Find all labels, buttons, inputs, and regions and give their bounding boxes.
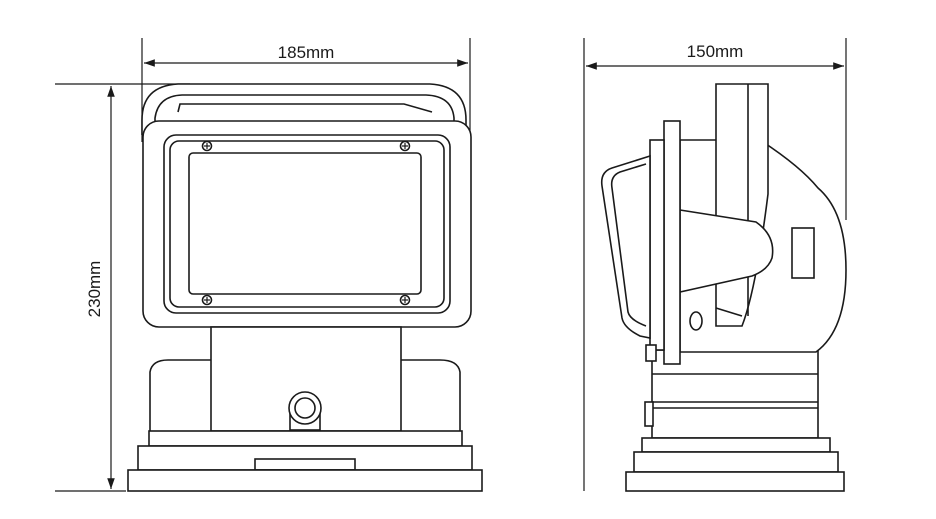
front-plate-upper <box>148 430 463 447</box>
front-plate-middle <box>137 445 473 471</box>
height-dimension: 230mm <box>55 83 190 492</box>
front-plate-base <box>127 469 483 492</box>
side-flange-inner <box>649 139 665 351</box>
lens <box>188 152 422 295</box>
cable-gland-icon <box>288 391 322 431</box>
side-lamp-face <box>600 154 651 339</box>
side-view: 150mm <box>583 38 847 492</box>
front-view: 185mm 230mm <box>55 38 483 492</box>
side-control-panel <box>791 227 815 279</box>
width-dimension-side: 150mm <box>583 38 847 491</box>
height-label: 230mm <box>85 261 104 318</box>
screw-icon <box>399 294 411 306</box>
screw-icon <box>399 140 411 152</box>
side-pivot <box>679 209 774 293</box>
screw-icon <box>201 294 213 306</box>
knob-icon <box>689 311 703 331</box>
side-plate-middle <box>633 451 839 473</box>
side-width-label: 150mm <box>687 42 744 61</box>
side-plate-base <box>625 471 845 492</box>
side-flange <box>663 120 681 365</box>
side-plate-upper <box>641 437 831 453</box>
front-width-label: 185mm <box>278 43 335 62</box>
screw-icon <box>201 140 213 152</box>
